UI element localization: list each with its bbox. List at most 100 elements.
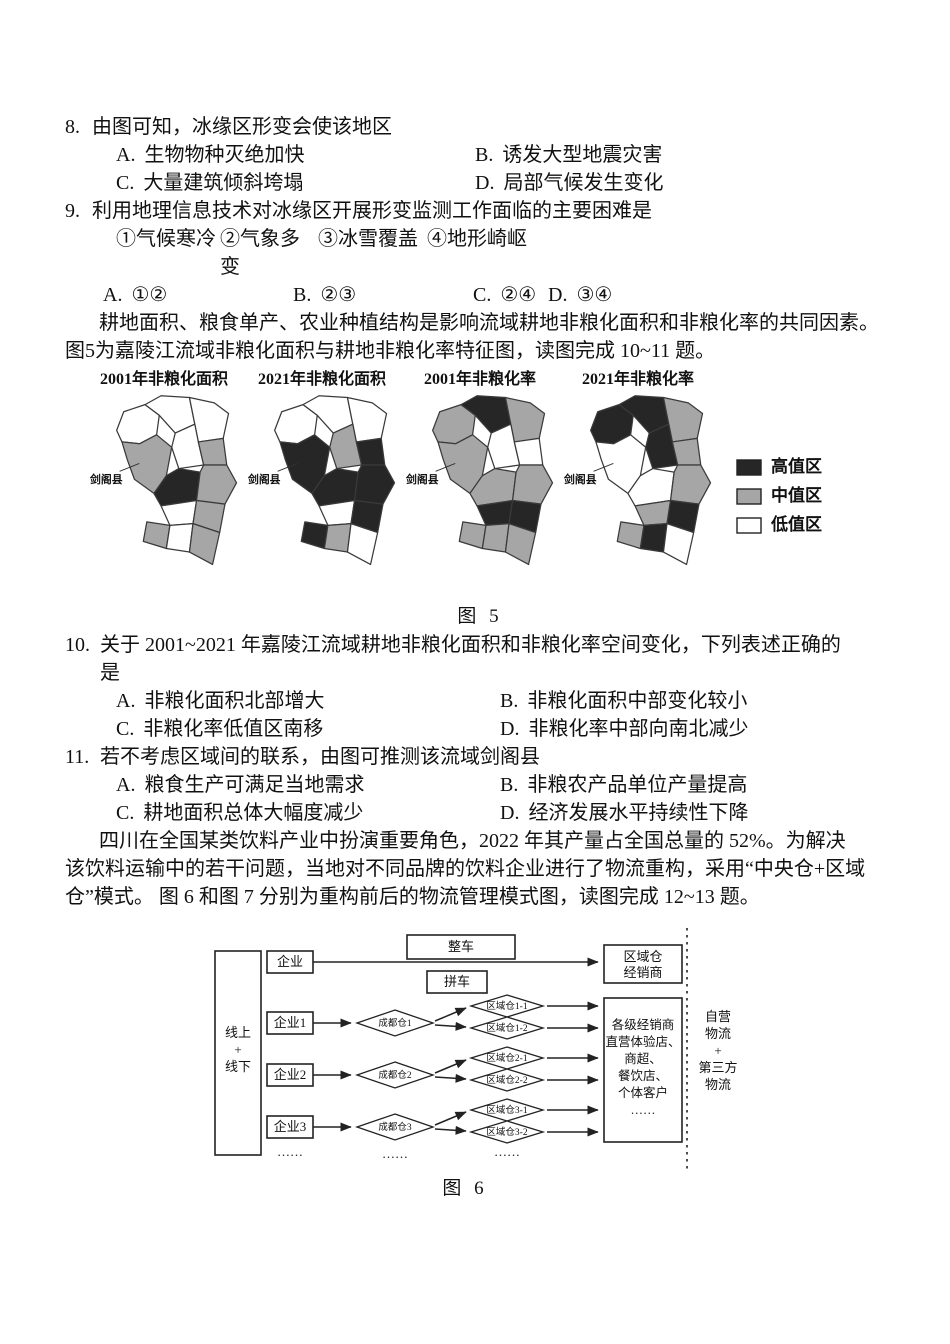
carpool-label: 拼车 xyxy=(444,974,470,989)
page-content: 8. 由图可知，冰缘区形变会使该地区 A.生物物种灭绝加快 B.诱发大型地震灾害… xyxy=(65,116,895,1199)
figure-6-caption: 图 6 xyxy=(442,1178,488,1199)
legend-label: 中值区 xyxy=(771,486,822,505)
ellipsis-hub: …… xyxy=(382,1146,408,1161)
regional-dealer-line: 区域仓 xyxy=(623,949,662,964)
option-label: D. xyxy=(500,718,520,740)
option-text: 非粮化率低值区南移 xyxy=(143,718,324,740)
option-label: D. xyxy=(548,284,568,306)
option-text: ②③ xyxy=(320,284,357,306)
online-offline-box xyxy=(214,950,262,1156)
option-label: A. xyxy=(116,144,136,166)
enterprise-label: 企业3 xyxy=(274,1119,307,1134)
option-b: B. 非粮化面积中部变化较小 xyxy=(500,687,747,715)
option-label: D. xyxy=(475,172,495,194)
passage-line: 图5为嘉陵江流域非粮化面积与耕地非粮化率特征图，读图完成 10~11 题。 xyxy=(65,340,716,362)
option-label: D. xyxy=(500,802,520,824)
option-text: ①② xyxy=(131,284,168,306)
option-text: 非粮化率中部向南北减少 xyxy=(528,718,749,740)
option-text: 诱发大型地震灾害 xyxy=(502,144,663,166)
option-text: ②④ xyxy=(500,284,537,306)
choropleth-map: 剑阁县 xyxy=(564,395,712,566)
question-11-options-row2: C.耕地面积总体大幅度减少 D.经济发展水平持续性下降 xyxy=(65,799,895,827)
regional-label: 区域仓1-1 xyxy=(486,1000,527,1012)
stem-line: 是 xyxy=(100,662,120,684)
option-text: 非粮化面积中部变化较小 xyxy=(527,690,748,712)
full-truck-label: 整车 xyxy=(448,939,474,954)
map-title: 2021年非粮化面积 xyxy=(257,371,386,388)
county-se xyxy=(346,523,379,566)
map-2021-area: 2021年非粮化面积 剑阁县 xyxy=(248,369,396,601)
legend-swatch-mid xyxy=(736,487,762,505)
full-truck-box xyxy=(406,934,516,960)
question-11: 11. 若不考虑区域间的联系，由图可推测该流域剑阁县 xyxy=(65,743,895,771)
legend-label: 高值区 xyxy=(771,457,822,476)
destination-box xyxy=(603,997,683,1143)
suboption-1: ①气候寒冷 xyxy=(116,228,216,250)
suboption-2: ②气象多变 xyxy=(220,228,300,278)
county-sw xyxy=(458,521,487,550)
logistics-flow-diagram: 线上 + 线下 企业 整车 拼车 区域仓 经销商 各级经销商 直营体验店、 商超… xyxy=(214,928,738,1172)
option-c: C.非粮化率低值区南移 xyxy=(116,715,500,743)
hub-diamond xyxy=(354,1009,436,1037)
county-s xyxy=(323,523,352,553)
county-se xyxy=(188,523,221,566)
option-label: B. xyxy=(475,144,494,166)
stem-line: 关于 2001~2021 年嘉陵江流域耕地非粮化面积和非粮化率空间变化，下列表述… xyxy=(100,634,841,656)
county-s xyxy=(481,523,510,553)
county-s xyxy=(165,523,194,553)
option-a: A.①② xyxy=(103,281,293,309)
choropleth-map: 剑阁县 xyxy=(248,395,396,566)
map-2021-rate: 2021年非粮化率 剑阁县 xyxy=(564,369,712,601)
county-sw xyxy=(142,521,171,550)
county-ce xyxy=(513,437,544,466)
option-text: 生物物种灭绝加快 xyxy=(144,144,305,166)
flow-row-1: 企业1 成都仓1 区域仓1-1 区域仓1-2 …… xyxy=(266,994,599,1055)
option-a: A. 粮食生产可满足当地需求 xyxy=(116,771,500,799)
carpool-box xyxy=(426,970,488,994)
question-9: 9. 利用地理信息技术对冰缘区开展形变监测工作面临的主要困难是 xyxy=(65,197,895,225)
question-8-options-row2: C.大量建筑倾斜垮塌 D.局部气候发生变化 xyxy=(65,169,895,197)
option-b: B. 诱发大型地震灾害 xyxy=(475,141,662,169)
legend-swatch-low xyxy=(736,516,762,534)
legend-item-low: 低值区 xyxy=(736,515,822,535)
county-e xyxy=(669,464,712,505)
county-sw xyxy=(300,521,329,550)
figure-5-caption: 图 5 xyxy=(457,606,503,627)
option-a: A.非粮化面积北部增大 xyxy=(116,687,500,715)
county-e xyxy=(195,464,238,505)
option-label: A. xyxy=(116,690,136,712)
ellipsis: …… xyxy=(494,1144,520,1159)
logistics-line: + xyxy=(714,1043,721,1058)
question-11-options-row1: A.粮食生产可满足当地需求 B.非粮农产品单位产量提高 xyxy=(65,771,895,799)
county-label: 剑阁县 xyxy=(90,472,123,486)
option-label: B. xyxy=(500,690,519,712)
regional-diamond xyxy=(468,1068,546,1092)
regional-diamond xyxy=(468,1120,546,1144)
question-number: 9. xyxy=(65,200,80,222)
question-10-options-row2: C.非粮化率低值区南移 D. 非粮化率中部向南北减少 xyxy=(65,715,895,743)
flow-row-2: 企业2 成都仓2 区域仓2-1 区域仓2-2 …… xyxy=(266,1046,599,1107)
option-label: C. xyxy=(116,172,135,194)
dest-line: 个体客户 xyxy=(618,1085,668,1100)
option-label: A. xyxy=(116,774,136,796)
option-text: 粮食生产可满足当地需求 xyxy=(144,774,365,796)
dest-line: 直营体验店、 xyxy=(605,1034,680,1049)
regional-label: 区域仓1-2 xyxy=(486,1022,527,1034)
county-e xyxy=(353,464,396,505)
option-c: C.耕地面积总体大幅度减少 xyxy=(116,799,500,827)
option-label: C. xyxy=(473,284,492,306)
county-label: 剑阁县 xyxy=(564,472,597,486)
figure-5: 2001年非粮化面积 剑阁县 2021年非粮化面积 剑阁县 xyxy=(65,369,895,631)
county-label: 剑阁县 xyxy=(248,472,281,486)
map-2001-rate: 2001年非粮化率 剑阁县 xyxy=(406,369,554,601)
hub-diamond xyxy=(354,1061,436,1089)
enterprise-label: 企业 xyxy=(277,954,303,969)
passage-2: 四川在全国某类饮料产业中扮演重要角色，2022 年其产量占全国总量的 52%。为… xyxy=(65,827,895,911)
question-stem: 由图可知，冰缘区形变会使该地区 xyxy=(92,116,392,138)
map-title: 2001年非粮化率 xyxy=(423,371,536,388)
option-text: 局部气候发生变化 xyxy=(503,172,664,194)
logistics-line: 自营 xyxy=(705,1009,731,1024)
left-box-line: 线上 xyxy=(225,1025,251,1040)
option-text: 非粮农产品单位产量提高 xyxy=(527,774,748,796)
